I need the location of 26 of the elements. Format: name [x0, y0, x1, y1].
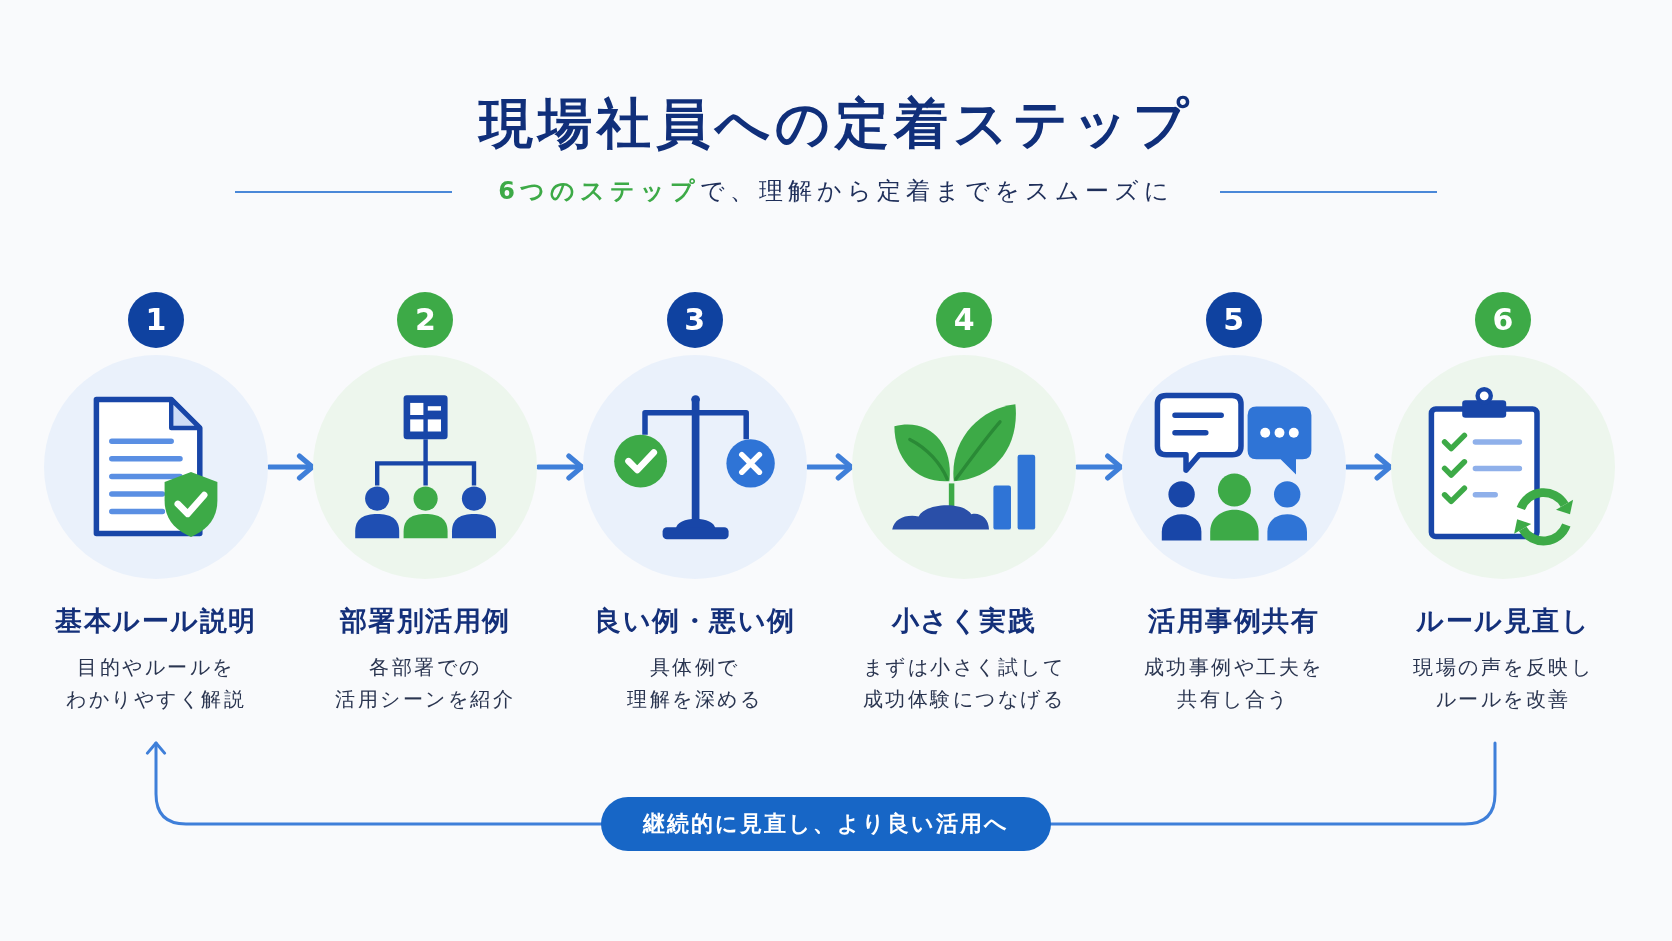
step-title: 部署別活用例 [339, 604, 511, 638]
number-badge: 5 [1205, 292, 1262, 348]
step-description: 現場の声を反映しルールを改善 [1413, 654, 1593, 713]
arrow [535, 453, 585, 481]
step-title: 小さく実践 [891, 604, 1037, 638]
arrow [1344, 453, 1393, 481]
arrow [266, 453, 315, 481]
arrow [805, 453, 854, 481]
step-title: 活用事例共有 [1148, 604, 1320, 638]
page-title: 現場社員への定着ステップ [479, 91, 1193, 157]
edge-label: 継続的に見直し、より良い活用へ [600, 797, 1051, 851]
subtitle: 6つのステップで、理解から定着までをスムーズに [498, 176, 1174, 207]
step-description: 各部署での活用シーンを紹介 [335, 654, 516, 713]
step-title: 良い例・悪い例 [594, 604, 796, 638]
step-title: ルール見直し [1416, 604, 1590, 638]
number-badge: 3 [666, 292, 723, 348]
step-description: まずは小さく試して成功体験につなげる [862, 654, 1066, 713]
step-title: 基本ルール説明 [55, 604, 257, 638]
number-badge: 6 [1475, 292, 1531, 348]
step-description: 具体例で理解を深める [627, 654, 763, 713]
number-badge: 4 [936, 292, 993, 348]
arrow [1074, 453, 1124, 481]
step-description: 目的やルールをわかりやすく解説 [66, 654, 246, 713]
step-description: 成功事例や工夫を共有し合う [1143, 654, 1324, 713]
number-badge: 2 [397, 292, 454, 348]
number-badge: 1 [128, 292, 184, 348]
